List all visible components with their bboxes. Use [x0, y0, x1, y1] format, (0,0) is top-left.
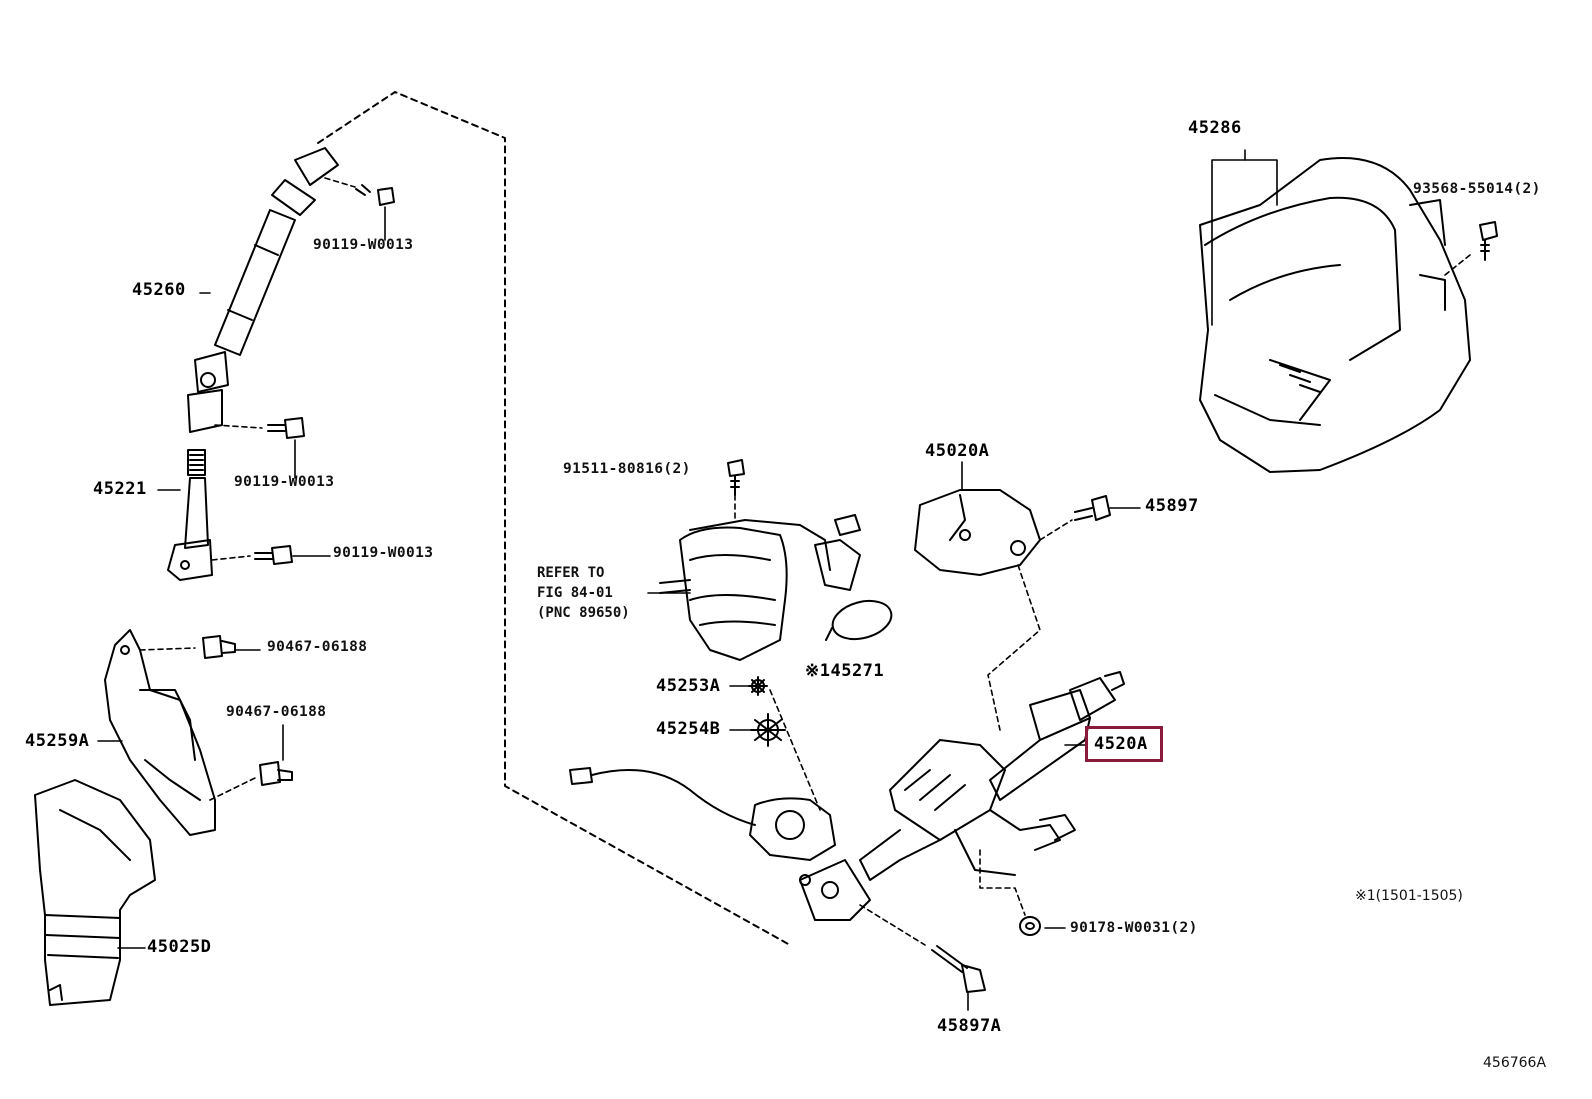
part-label-4520A[interactable]: 4520A [1094, 734, 1148, 754]
part-label-90119-low[interactable]: 90119-W0013 [333, 545, 434, 561]
nut-90178 [1019, 916, 1041, 936]
part-label-45271[interactable]: ※145271 [805, 661, 885, 681]
clip-90467-upper [202, 635, 236, 659]
assembly-boundary-dashed [317, 91, 791, 946]
part-label-45020A[interactable]: 45020A [925, 441, 990, 461]
gear-45254B [750, 713, 786, 747]
part-label-45253A[interactable]: 45253A [656, 676, 721, 696]
bolt-90119-low [254, 545, 293, 565]
bolt-90119-top [355, 184, 395, 206]
steering-shaft-45221 [167, 449, 213, 581]
figure-id: 456766A [1483, 1055, 1547, 1071]
part-label-45260[interactable]: 45260 [132, 280, 186, 300]
refer-line-3: (PNC 89650) [537, 605, 630, 621]
part-label-93568[interactable]: 93568-55014(2) [1413, 181, 1541, 197]
steering-column-4520A [859, 671, 1125, 881]
screw-91511 [727, 459, 745, 496]
gear-45253A [748, 676, 768, 696]
part-label-90119-mid[interactable]: 90119-W0013 [234, 474, 335, 490]
refer-line-2: FIG 84-01 [537, 585, 613, 601]
cover-45259A [104, 629, 216, 836]
part-label-45897A[interactable]: 45897A [937, 1016, 1002, 1036]
bolt-45897 [1074, 495, 1111, 521]
lock-housing-45020A [914, 489, 1041, 576]
intermediate-shaft-45260 [187, 147, 339, 433]
highlight-box [1085, 726, 1163, 762]
part-label-45025D[interactable]: 45025D [147, 937, 212, 957]
column-yoke [749, 797, 871, 921]
part-label-45259A[interactable]: 45259A [25, 731, 90, 751]
harness-connector [569, 767, 756, 826]
part-label-45286[interactable]: 45286 [1188, 118, 1242, 138]
footnote: ※1(1501-1505) [1355, 888, 1463, 904]
refer-note: REFER TO FIG 84-01 (PNC 89650) [537, 563, 630, 623]
motor-harness-assembly [659, 514, 861, 661]
clip-90467-lower [259, 761, 293, 786]
boot-45025D [34, 779, 156, 1006]
part-label-90467-upper[interactable]: 90467-06188 [267, 639, 368, 655]
part-label-45221[interactable]: 45221 [93, 479, 147, 499]
screw-93568 [1479, 221, 1498, 261]
bolt-45897A [931, 945, 986, 993]
part-label-45897[interactable]: 45897 [1145, 496, 1199, 516]
refer-line-1: REFER TO [537, 565, 605, 581]
part-label-90119-top[interactable]: 90119-W0013 [313, 237, 414, 253]
column-cover-45286 [1199, 157, 1471, 473]
ring-45271 [825, 599, 893, 641]
part-label-45254B[interactable]: 45254B [656, 719, 721, 739]
part-label-91511[interactable]: 91511-80816(2) [563, 461, 691, 477]
part-label-90178[interactable]: 90178-W0031(2) [1070, 920, 1198, 936]
part-label-90467-lower[interactable]: 90467-06188 [226, 704, 327, 720]
bolt-90119-mid [267, 417, 305, 439]
